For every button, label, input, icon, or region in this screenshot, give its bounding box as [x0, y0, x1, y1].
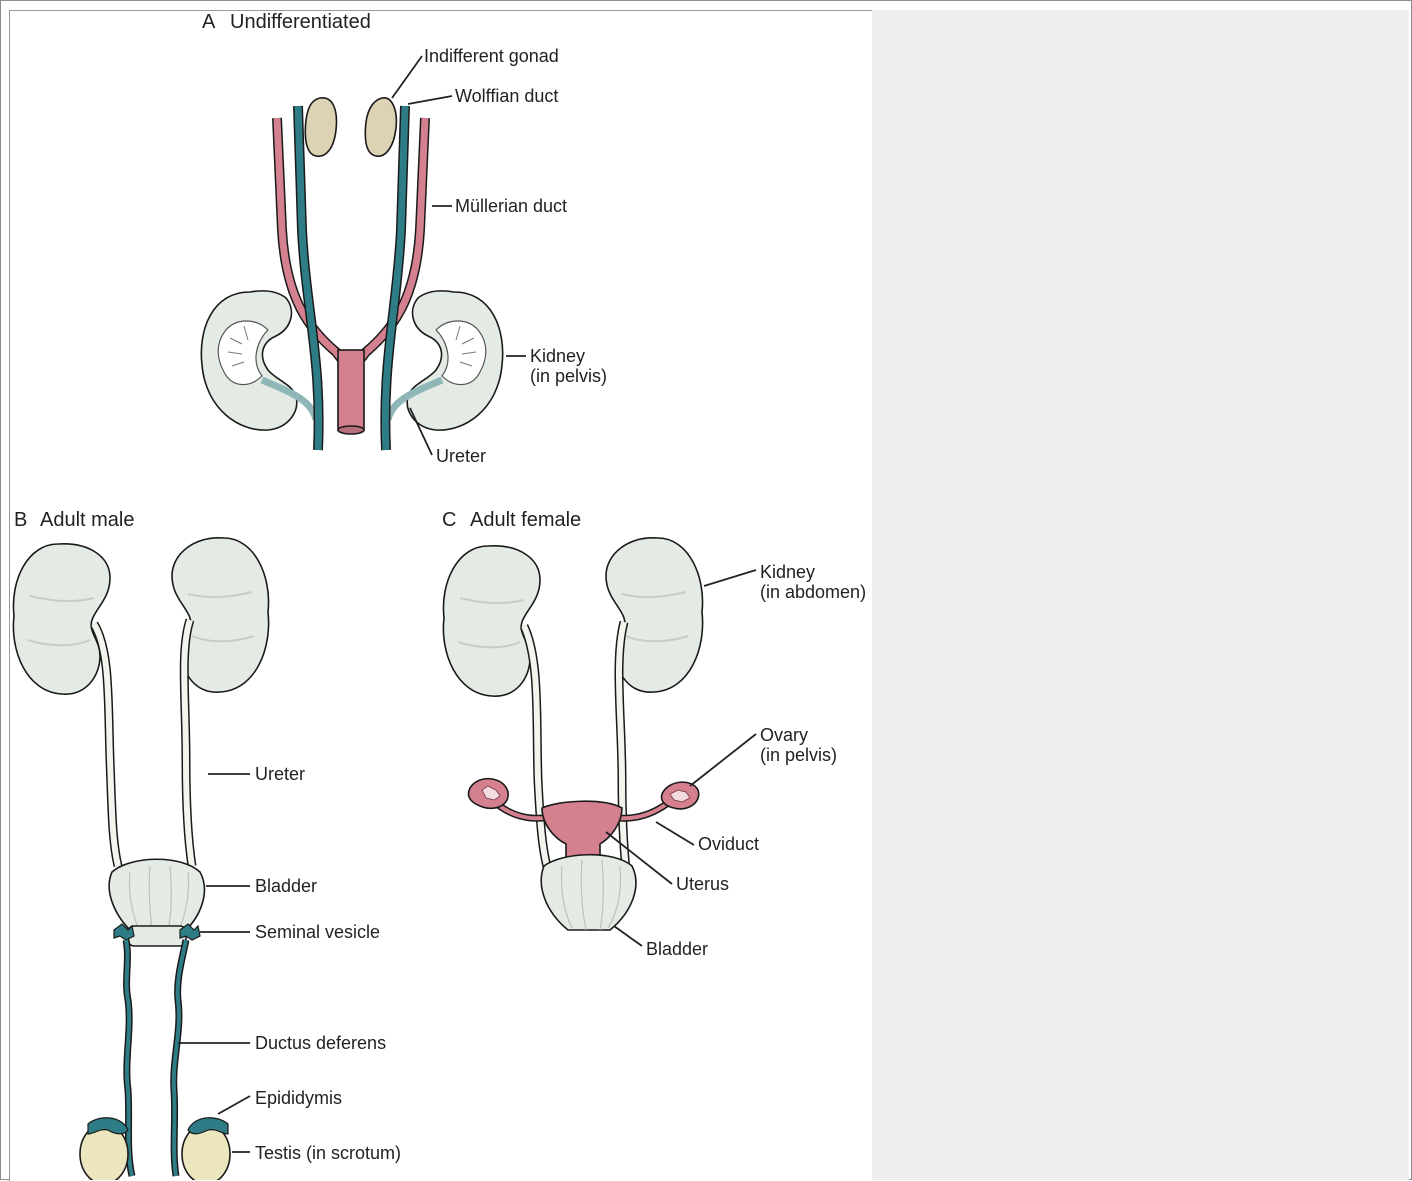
label-ovary-line2: (in pelvis) — [760, 745, 837, 765]
label-testis: Testis (in scrotum) — [255, 1143, 401, 1163]
panel-c-title: Adult female — [470, 509, 581, 531]
seminal-vesicle-left — [114, 924, 134, 940]
label-uterus: Uterus — [676, 874, 729, 894]
bladder-c — [541, 855, 636, 930]
label-oviduct: Oviduct — [698, 834, 759, 854]
kidney-left-c — [443, 546, 540, 696]
panel-b: B Adult male — [13, 509, 401, 1180]
label-wolffian-duct: Wolffian duct — [455, 86, 558, 106]
label-kidney-abdomen-line1: Kidney — [760, 562, 815, 582]
label-bladder-c: Bladder — [646, 939, 708, 959]
label-kidney-pelvis-line1: Kidney — [530, 346, 585, 366]
label-seminal-vesicle: Seminal vesicle — [255, 922, 380, 942]
bladder-b — [109, 859, 204, 930]
indifferent-gonad-right — [365, 98, 396, 156]
label-ovary-line1: Ovary — [760, 725, 808, 745]
panel-c-letter: C — [442, 509, 456, 531]
label-ureter-a: Ureter — [436, 446, 486, 466]
label-ureter-b: Ureter — [255, 764, 305, 784]
panel-a-title: Undifferentiated — [230, 11, 371, 33]
label-ductus-deferens: Ductus deferens — [255, 1033, 386, 1053]
kidney-left-pelvic — [201, 291, 296, 430]
indifferent-gonad-left — [305, 98, 336, 156]
reproductive-development-diagram: A Undifferentiated — [0, 0, 871, 1180]
panel-b-title: Adult male — [40, 509, 135, 531]
label-bladder-b: Bladder — [255, 876, 317, 896]
blank-side-panel — [871, 10, 1409, 1180]
panel-b-letter: B — [14, 509, 27, 531]
panel-c: C Adult female Kidney — [442, 509, 866, 959]
label-kidney-abdomen-line2: (in abdomen) — [760, 582, 866, 602]
kidney-right-pelvic — [407, 291, 502, 430]
fused-mullerian-duct — [338, 350, 364, 430]
label-kidney-pelvis-line2: (in pelvis) — [530, 366, 607, 386]
panel-a: A Undifferentiated — [201, 11, 607, 466]
label-epididymis: Epididymis — [255, 1088, 342, 1108]
panel-a-letter: A — [202, 11, 216, 33]
label-mullerian-duct: Müllerian duct — [455, 196, 567, 216]
label-indifferent-gonad: Indifferent gonad — [424, 46, 559, 66]
kidney-left-b — [13, 544, 110, 694]
